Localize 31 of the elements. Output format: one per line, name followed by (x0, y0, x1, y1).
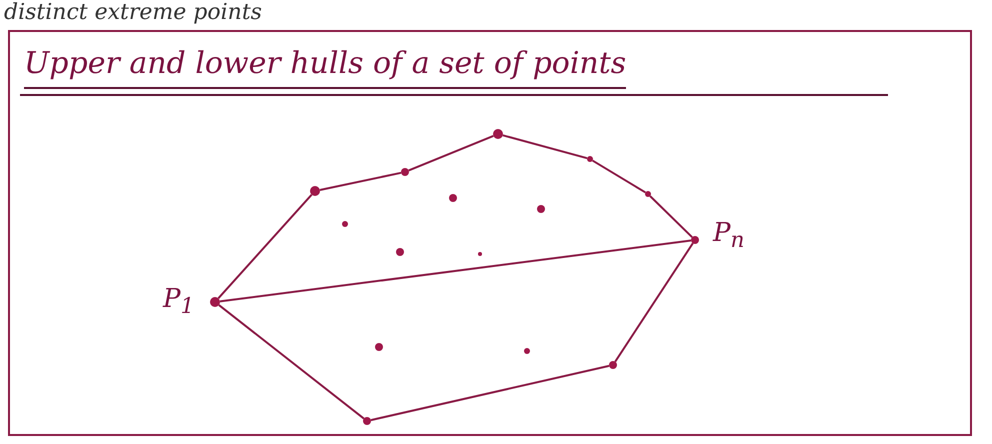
point-dot (449, 194, 457, 202)
point-dot (310, 186, 320, 196)
point-label: P$_{n}$ (713, 218, 744, 254)
point-dot (401, 168, 409, 176)
point-dot (587, 156, 593, 162)
point-dot (537, 205, 545, 213)
hull-line (502, 134, 588, 160)
note-text: distinct extreme points (4, 0, 262, 25)
point-dot (363, 417, 371, 425)
frame-box (8, 30, 972, 436)
hull-line (220, 240, 692, 302)
point-dot (691, 236, 699, 244)
title-text: Upper and lower hulls of a set of points (24, 46, 626, 89)
hull-line (370, 364, 610, 422)
point-label: P$_{1}$ (163, 284, 194, 320)
point-dot (609, 361, 617, 369)
point-dot (645, 191, 651, 197)
point-dot (478, 252, 482, 256)
point-dot (342, 221, 348, 227)
hull-line (218, 304, 364, 420)
point-dot (493, 129, 503, 139)
point-dot (210, 297, 220, 307)
hull-line (592, 160, 646, 194)
hull-line (614, 242, 694, 362)
point-dot (396, 248, 404, 256)
point-dot (524, 348, 530, 354)
hull-line (649, 195, 693, 238)
hull-line (218, 194, 312, 299)
hull-line (408, 134, 494, 172)
point-dot (375, 343, 383, 351)
hull-line (320, 172, 402, 191)
